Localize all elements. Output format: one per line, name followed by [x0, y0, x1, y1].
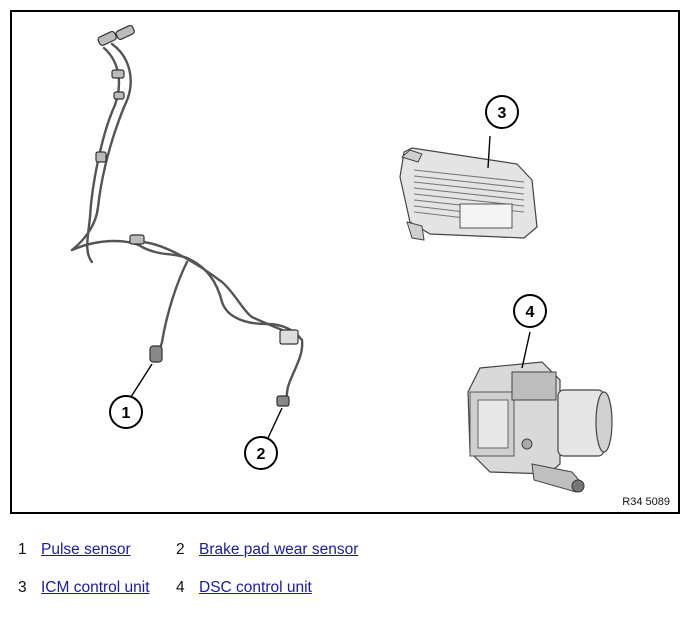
callout-2: 2: [244, 407, 283, 470]
legend-item-4: 4 DSC control unit: [176, 579, 312, 597]
pulse-sensor-link[interactable]: Pulse sensor: [41, 541, 131, 558]
diagram-figure: 1 2 3: [10, 10, 680, 514]
wiring-harness: [70, 42, 304, 406]
callout-label-3: 3: [498, 105, 507, 122]
harness-connectors: [95, 24, 299, 407]
legend-item-1: 1 Pulse sensor: [18, 541, 131, 559]
callout-label-1: 1: [122, 405, 131, 422]
dsc-control-unit-illustration: 4: [467, 294, 613, 493]
icm-control-unit-illustration: 3: [399, 95, 538, 241]
legend-number: 1: [18, 541, 27, 558]
callout-label-2: 2: [257, 446, 266, 463]
legend-number: 2: [176, 541, 185, 558]
figure-reference-code: R34 5089: [622, 496, 670, 508]
callout-label-4: 4: [526, 304, 535, 321]
diagram-illustration: 1 2 3: [70, 24, 613, 493]
legend-item-3: 3 ICM control unit: [18, 579, 150, 597]
legend-number: 3: [18, 579, 27, 596]
dsc-control-unit-link[interactable]: DSC control unit: [199, 579, 312, 596]
callout-1: 1: [109, 363, 153, 429]
brake-pad-wear-sensor-link[interactable]: Brake pad wear sensor: [199, 541, 359, 558]
legend-number: 4: [176, 579, 185, 596]
icm-control-unit-link[interactable]: ICM control unit: [41, 579, 150, 596]
legend-item-2: 2 Brake pad wear sensor: [176, 541, 358, 559]
